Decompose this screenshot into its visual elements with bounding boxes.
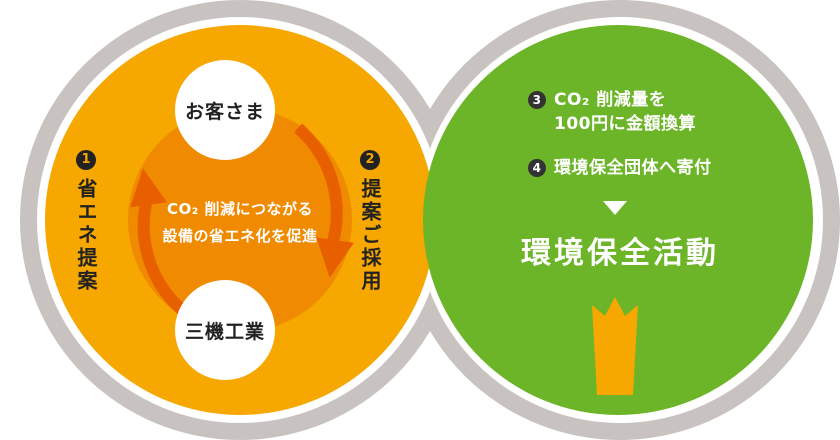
company-node-circle <box>175 280 275 380</box>
cycle-arrow-left <box>137 193 187 315</box>
step-3-line-1: CO₂ 削減量を <box>554 90 667 110</box>
step-4: 4 環境保全団体へ寄付 <box>528 156 712 180</box>
center-description: CO₂ 削減につながる 設備の省エネ化を促進 <box>135 196 345 250</box>
step-4-label: 環境保全団体へ寄付 <box>554 158 712 178</box>
customer-node: お客さま <box>175 85 275 135</box>
customer-node-label: お客さま <box>184 100 265 123</box>
left-inner-disc <box>128 108 352 332</box>
step-3-number: 3 <box>528 91 546 109</box>
step-1-label: 省エネ提案 <box>74 178 98 293</box>
cycle-arrow-right <box>293 123 343 247</box>
down-triangle-icon <box>603 201 627 215</box>
step-1: 1 省エネ提案 <box>68 150 104 293</box>
step-2-label: 提案ご採用 <box>358 178 382 293</box>
step-3: 3 CO₂ 削減量を 100円に金額換算 <box>528 88 696 136</box>
step-3-line-2: 100円に金額換算 <box>554 114 696 134</box>
company-node: 三機工業 <box>175 305 275 355</box>
cycle-arrow-right-head <box>316 237 354 278</box>
right-green-circle <box>423 25 813 415</box>
step-2: 2 提案ご採用 <box>352 150 388 293</box>
step-4-number: 4 <box>528 159 546 177</box>
step-2-number: 2 <box>360 150 380 170</box>
cycle-arrow-left-head <box>130 168 167 208</box>
center-line-2: 設備の省エネ化を促進 <box>162 227 318 245</box>
main-activity-title: 環境保全活動 <box>521 236 719 271</box>
seedling-icon <box>592 297 638 395</box>
customer-node-circle <box>175 60 275 160</box>
step-1-number: 1 <box>76 150 96 170</box>
company-node-label: 三機工業 <box>184 320 265 343</box>
center-line-1: CO₂ 削減につながる <box>166 200 314 218</box>
